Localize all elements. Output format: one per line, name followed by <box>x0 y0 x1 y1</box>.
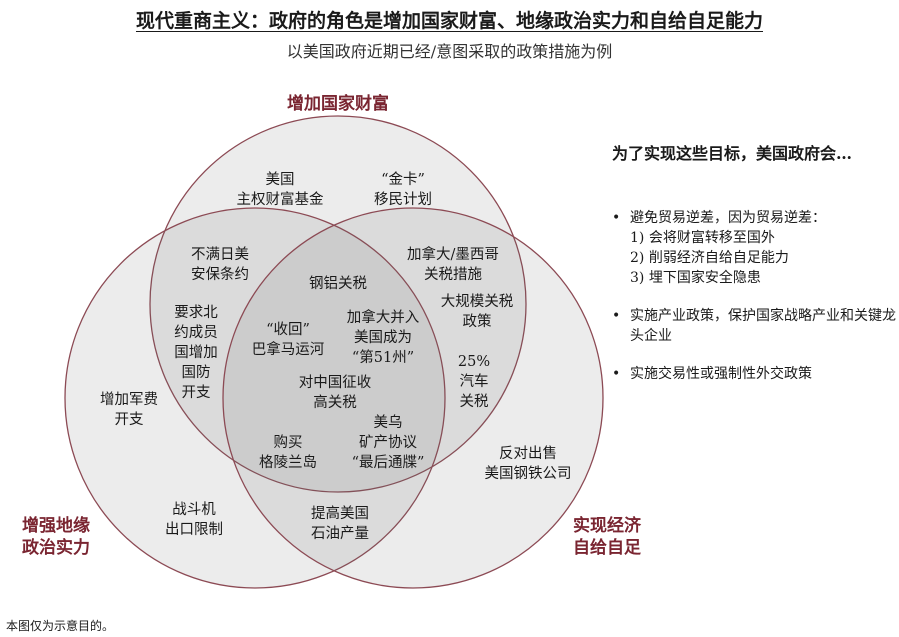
item-gold-card: “金卡” 移民计划 <box>374 172 432 208</box>
item-canada-51: 加拿大并入 美国成为 “第51州” <box>346 310 420 366</box>
item-china-tariff: 对中国征收 高关税 <box>298 375 372 411</box>
page-title: 现代重商主义：政府的角色是增加国家财富、地缘政治实力和自给自足能力 <box>135 10 763 32</box>
bullet-text: 实施产业政策，保护国家战略产业和关键龙头企业 <box>630 308 896 344</box>
item-big-tariff: 大规模关税 政策 <box>440 294 514 330</box>
page-subtitle: 以美国政府近期已经/意图采取的政策措施为例 <box>286 42 613 61</box>
set-label-geo: 增强地缘 政治实力 <box>22 516 90 558</box>
item-ukraine: 美乌 矿产协议 “最后通牒” <box>351 415 425 471</box>
item-sovereign-fund: 美国 主权财富基金 <box>236 172 324 208</box>
item-auto-25: 25% 汽车 关税 <box>457 354 491 410</box>
set-label-self: 实现经济 自给自足 <box>573 516 641 558</box>
sub-item: 2) 削弱经济自给自足能力 <box>630 250 789 266</box>
list-item: • 实施交易性或强制性外交政策 <box>612 364 897 384</box>
bullet-text: 实施交易性或强制性外交政策 <box>630 366 812 382</box>
goals-panel: 为了实现这些目标，美国政府会… • 避免贸易逆差，因为贸易逆差： 1) 会将财富… <box>612 140 897 402</box>
circle-wealth <box>149 115 527 493</box>
sub-item: 1) 会将财富转移至国外 <box>630 230 775 246</box>
item-panama: “收回” 巴拿马运河 <box>251 322 325 358</box>
item-us-steel: 反对出售 美国钢铁公司 <box>484 446 572 482</box>
item-military: 增加军费 开支 <box>100 392 158 428</box>
item-fighter: 战斗机 出口限制 <box>165 502 223 538</box>
bullet-text: 避免贸易逆差，因为贸易逆差： <box>630 210 826 226</box>
item-steel-aluminum: 钢铝关税 <box>309 276 367 292</box>
circle-geo <box>64 207 446 589</box>
footnote: 本图仅为示意目的。 <box>6 619 115 633</box>
goals-list: • 避免贸易逆差，因为贸易逆差： 1) 会将财富转移至国外 2) 削弱经济自给自… <box>612 208 897 384</box>
bullet-icon: • <box>612 366 621 382</box>
bullet-icon: • <box>612 308 621 324</box>
item-greenland: 购买 格陵兰岛 <box>259 435 317 471</box>
list-item: • 避免贸易逆差，因为贸易逆差： 1) 会将财富转移至国外 2) 削弱经济自给自… <box>612 208 897 288</box>
sub-item: 3) 埋下国家安全隐患 <box>630 270 761 286</box>
panel-heading: 为了实现这些目标，美国政府会… <box>612 144 853 163</box>
item-nato: 要求北 约成员 国增加 国防 开支 <box>174 305 218 401</box>
item-canada-mexico: 加拿大/墨西哥 关税措施 <box>407 247 499 283</box>
item-oil: 提高美国 石油产量 <box>311 506 369 542</box>
list-item: • 实施产业政策，保护国家战略产业和关键龙头企业 <box>612 306 897 346</box>
circle-self <box>222 207 604 589</box>
bullet-icon: • <box>612 210 621 226</box>
item-us-japan: 不满日美 安保条约 <box>191 247 249 283</box>
set-label-wealth: 增加国家财富 <box>287 94 389 114</box>
